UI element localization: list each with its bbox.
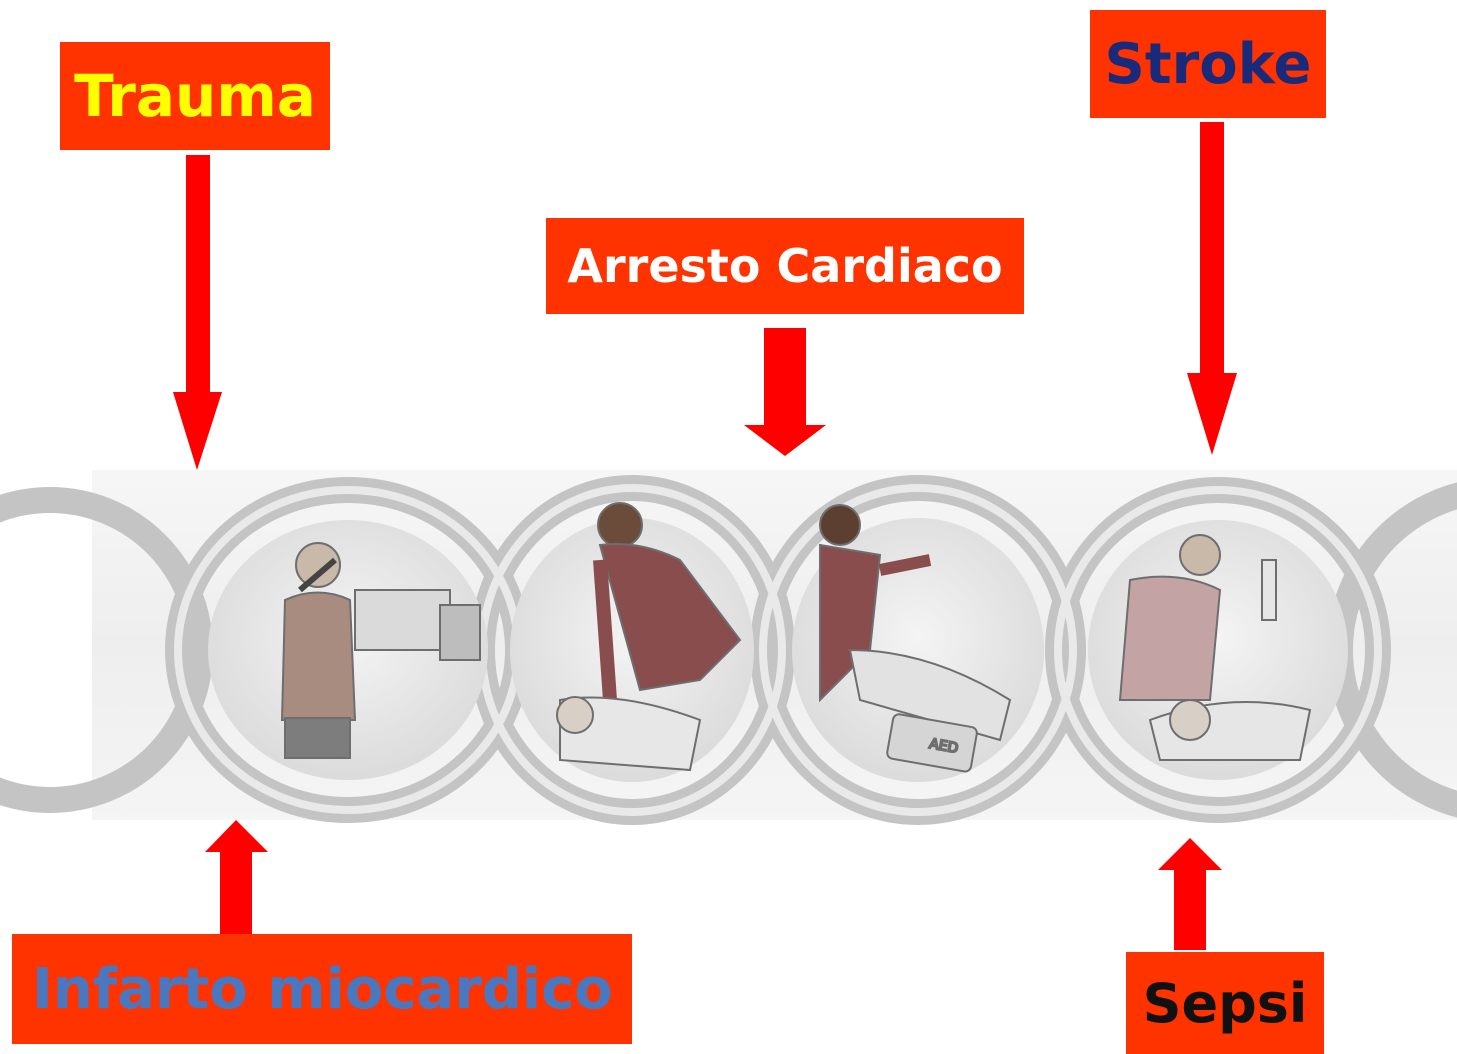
arrow-infarto — [205, 820, 268, 934]
arrow-stroke — [1187, 122, 1237, 455]
arresto-cardiaco-text: Arresto Cardiaco — [567, 239, 1002, 293]
arrow-sepsi — [1158, 838, 1222, 950]
infarto-miocardico-text: Infarto miocardico — [32, 957, 613, 1022]
sepsi-label: Sepsi — [1126, 952, 1324, 1054]
arrow-arresto — [744, 328, 826, 456]
stroke-label: Stroke — [1090, 10, 1326, 118]
trauma-label: Trauma — [60, 42, 330, 150]
trauma-text: Trauma — [74, 62, 316, 130]
infarto-miocardico-label: Infarto miocardico — [12, 934, 632, 1044]
arrow-trauma — [173, 155, 222, 470]
stroke-text: Stroke — [1105, 32, 1312, 97]
sepsi-text: Sepsi — [1143, 972, 1308, 1035]
arresto-cardiaco-label: Arresto Cardiaco — [546, 218, 1024, 314]
